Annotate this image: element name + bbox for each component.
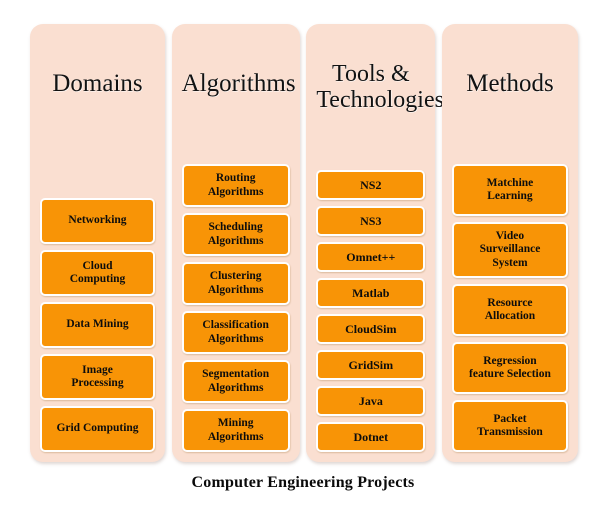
panel-header-methods: Methods <box>466 70 554 97</box>
chip-packet-transmission[interactable]: Packet Transmission <box>451 400 568 452</box>
chip-ns2[interactable]: NS2 <box>316 170 426 200</box>
chip-video-surveillance-system[interactable]: Video Surveillance System <box>451 222 568 278</box>
chip-mining-algorithms[interactable]: Mining Algorithms <box>181 409 290 452</box>
chip-cloudsim[interactable]: CloudSim <box>316 314 426 344</box>
chip-omnet-plus-plus[interactable]: Omnet++ <box>316 242 426 272</box>
figure-caption: Computer Engineering Projects <box>191 474 415 491</box>
chip-data-mining[interactable]: Data Mining <box>40 302 155 348</box>
panel-header-algorithms: Algorithms <box>181 70 296 97</box>
chip-matlab[interactable]: Matlab <box>316 278 426 308</box>
category-panel-domains[interactable]: Domains Networking Cloud Computing Data … <box>30 24 165 462</box>
chip-cloud-computing[interactable]: Cloud Computing <box>40 250 155 296</box>
chip-java[interactable]: Java <box>316 386 426 416</box>
panel-header-tools-technologies: Tools & Technologies <box>316 61 444 113</box>
chip-dotnet[interactable]: Dotnet <box>316 422 426 452</box>
chip-stack-domains: Networking Cloud Computing Data Mining I… <box>40 101 155 452</box>
panel-header-domains: Domains <box>52 70 143 97</box>
chip-clustering-algorithms[interactable]: Clustering Algorithms <box>181 262 290 305</box>
chip-gridsim[interactable]: GridSim <box>316 350 426 380</box>
chip-regression-feature-selection[interactable]: Regression feature Selection <box>451 342 568 394</box>
chip-classification-algorithms[interactable]: Classification Algorithms <box>181 311 290 354</box>
category-columns: Domains Networking Cloud Computing Data … <box>30 24 578 462</box>
category-panel-tools-technologies[interactable]: Tools & Technologies NS2 NS3 Omnet++ Mat… <box>306 24 444 462</box>
chip-segmentation-algorithms[interactable]: Segmentation Algorithms <box>181 360 290 403</box>
category-panel-algorithms[interactable]: Algorithms Routing Algorithms Scheduling… <box>171 24 300 462</box>
chip-networking[interactable]: Networking <box>40 198 155 244</box>
category-panel-methods[interactable]: Methods Matchine Learning Video Surveill… <box>441 24 578 462</box>
chip-image-processing[interactable]: Image Processing <box>40 354 155 400</box>
chip-routing-algorithms[interactable]: Routing Algorithms <box>181 164 290 207</box>
chip-stack-algorithms: Routing Algorithms Scheduling Algorithms… <box>181 101 290 452</box>
chip-grid-computing[interactable]: Grid Computing <box>40 406 155 452</box>
chip-stack-methods: Matchine Learning Video Surveillance Sys… <box>451 101 568 452</box>
chip-stack-tools-technologies: NS2 NS3 Omnet++ Matlab CloudSim GridSim … <box>316 118 426 452</box>
chip-scheduling-algorithms[interactable]: Scheduling Algorithms <box>181 213 290 256</box>
chip-matchine-learning[interactable]: Matchine Learning <box>451 164 568 216</box>
chip-resource-allocation[interactable]: Resource Allocation <box>451 284 568 336</box>
chip-ns3[interactable]: NS3 <box>316 206 426 236</box>
